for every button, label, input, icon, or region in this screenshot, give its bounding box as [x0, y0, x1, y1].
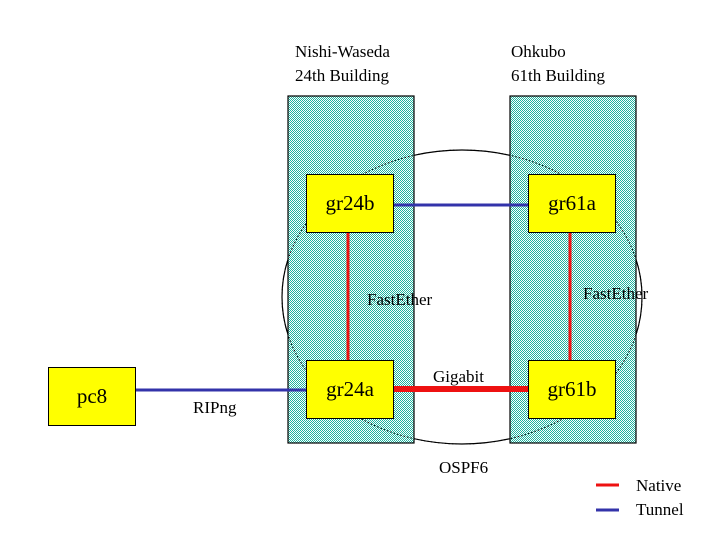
building-number: 24th Building	[295, 66, 389, 85]
building-label-ohkubo: Ohkubo 61th Building	[511, 40, 605, 88]
label-fastether-left: FastEther	[367, 290, 433, 309]
legend-native-label: Native	[636, 476, 682, 495]
building-name: Nishi-Waseda	[295, 42, 390, 61]
node-gr61b[interactable]: gr61b	[528, 360, 616, 419]
node-gr61a[interactable]: gr61a	[528, 174, 616, 233]
building-name: Ohkubo	[511, 42, 566, 61]
legend-tunnel-label: Tunnel	[636, 500, 684, 519]
label-gigabit: Gigabit	[433, 367, 484, 386]
node-pc8[interactable]: pc8	[48, 367, 136, 426]
building-number: 61th Building	[511, 66, 605, 85]
label-fastether-right: FastEther	[583, 284, 649, 303]
ospf6-area-ellipse-solid	[281, 149, 643, 445]
node-gr24a[interactable]: gr24a	[306, 360, 394, 419]
label-ospf6: OSPF6	[439, 458, 489, 477]
node-gr24b[interactable]: gr24b	[306, 174, 394, 233]
building-label-nishi-waseda: Nishi-Waseda 24th Building	[295, 40, 390, 88]
label-ripng: RIPng	[193, 398, 237, 417]
